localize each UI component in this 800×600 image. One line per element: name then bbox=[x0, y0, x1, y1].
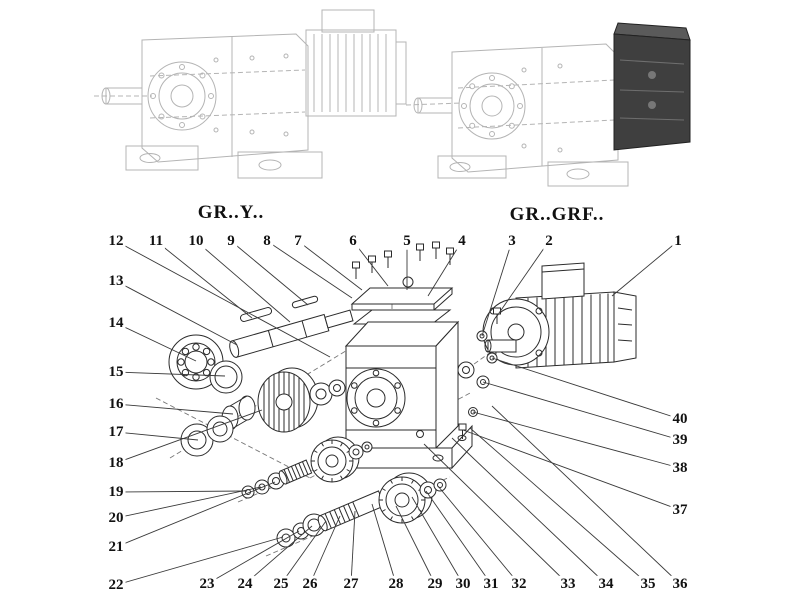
assembled-unit-gr-y-drawing bbox=[94, 9, 407, 179]
variant-label-left: GR..Y.. bbox=[197, 202, 265, 223]
exploded-view-drawing bbox=[155, 241, 637, 557]
variant-label-right: GR..GRF.. bbox=[509, 204, 605, 225]
assembled-unit-gr-grf-drawing bbox=[405, 22, 691, 187]
